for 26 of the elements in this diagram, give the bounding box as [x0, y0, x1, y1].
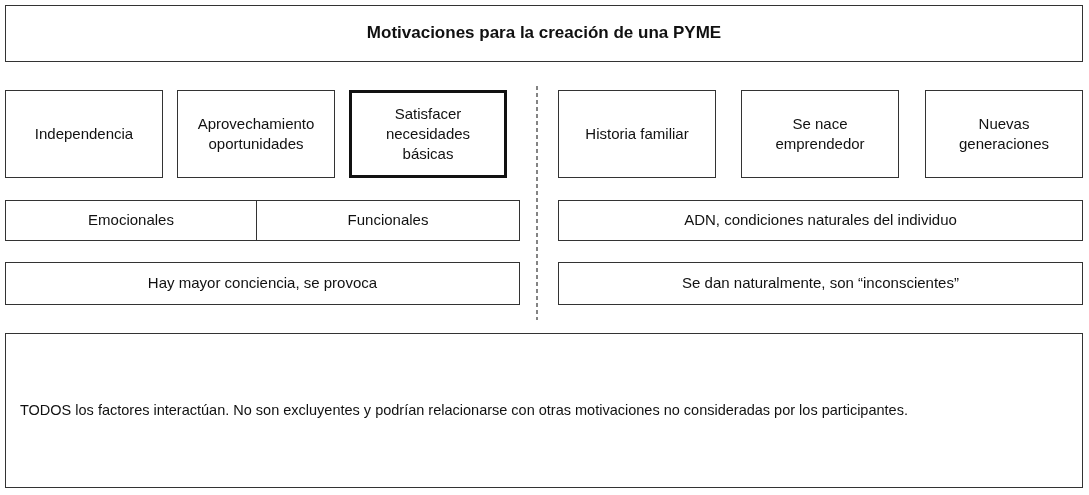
category-box	[256, 200, 520, 241]
motivation-box	[925, 90, 1083, 178]
box-label: Independencia	[34, 123, 134, 144]
title-text: Motivaciones para la creación de una PYME	[366, 22, 722, 45]
box-label: Satisfacer necesidades básicas	[384, 103, 472, 165]
note-box	[5, 333, 1083, 488]
title-box	[5, 5, 1083, 62]
box-label: Se dan naturalmente, son “inconscientes”	[682, 273, 959, 294]
box-label: ADN, condiciones naturales del individuo	[684, 210, 957, 231]
motivation-box	[558, 90, 716, 178]
box-label: Se nace emprendedor	[774, 113, 866, 154]
motivation-box	[5, 90, 163, 178]
box-label: Historia familiar	[585, 123, 689, 144]
category-box	[558, 200, 1083, 241]
box-label: Aprovechamiento oportunidades	[196, 113, 316, 154]
box-label: Funcionales	[347, 210, 429, 231]
motivation-box	[177, 90, 335, 178]
motivation-box	[741, 90, 899, 178]
note-text: TODOS los factores interactúan. No son excluyentes y podrían relacionarse con otras motivaciones no consideradas por los participantes.	[20, 400, 908, 420]
description-box	[558, 262, 1083, 305]
category-box	[5, 200, 257, 241]
box-label: Emocionales	[88, 210, 174, 231]
motivation-box	[349, 90, 507, 178]
box-label: Hay mayor conciencia, se provoca	[147, 273, 378, 294]
box-label: Nuevas generaciones	[957, 113, 1051, 154]
description-box	[5, 262, 520, 305]
